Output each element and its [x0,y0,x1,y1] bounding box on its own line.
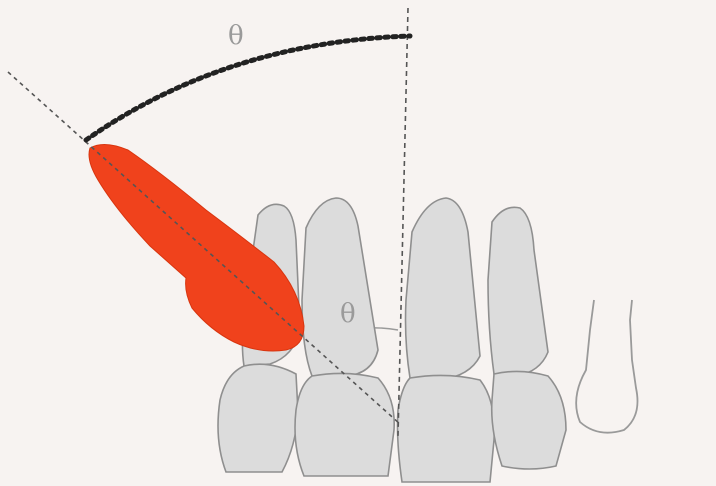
top-angle-label: θ [228,21,244,51]
outer-angle-arc [86,36,410,140]
right-lateral-incisor-root [488,207,548,376]
right-lateral-incisor-crown [492,371,566,469]
central-incisor-2-root [406,198,481,380]
central-incisor-tooth-1 [295,198,394,476]
canine-outline [576,300,637,433]
central-incisor-tooth-2 [398,198,495,482]
right-lateral-incisor-tooth [488,207,566,469]
inner-angle-label: θ [340,299,356,329]
central-incisor-1-crown [295,373,394,476]
central-incisor-2-crown [398,375,495,482]
lateral-incisor-crown [218,364,298,472]
vertical-reference-line [398,8,408,436]
central-incisor-1-root [302,198,378,376]
